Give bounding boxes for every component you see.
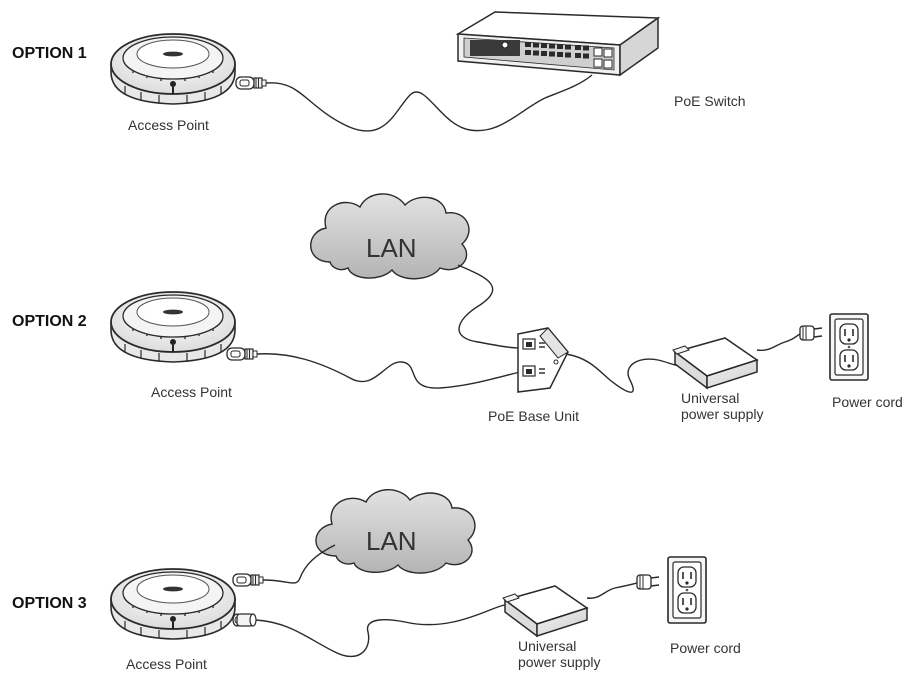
power-cable xyxy=(756,333,801,352)
power-supply-label-line2: power supply xyxy=(518,654,601,670)
dc-cable xyxy=(255,603,513,658)
dc-connector-icon xyxy=(232,613,257,627)
ethernet-connector-icon xyxy=(235,76,267,90)
access-point-label: Access Point xyxy=(151,384,232,400)
lan-cable xyxy=(457,264,521,349)
dc-cable xyxy=(565,353,683,393)
power-supply-label-line1: Universal xyxy=(681,390,740,406)
wall-outlet-icon xyxy=(829,313,869,381)
access-point-icon xyxy=(110,291,236,363)
lan-cable xyxy=(262,544,336,584)
option-3-label: OPTION 3 xyxy=(12,595,87,612)
lan-cloud-icon: LAN xyxy=(315,489,476,574)
access-point-label: Access Point xyxy=(126,656,207,672)
lan-label: LAN xyxy=(366,526,417,556)
power-plug-icon xyxy=(636,574,660,590)
lan-cloud-icon: LAN xyxy=(310,193,470,280)
option-3-diagram: LAN xyxy=(110,489,707,658)
poe-switch-icon xyxy=(455,11,661,77)
ethernet-connector-icon xyxy=(226,347,258,361)
ethernet-connector-icon xyxy=(232,573,264,587)
poe-base-unit-label: PoE Base Unit xyxy=(488,408,580,424)
power-supply-label-line1: Universal xyxy=(518,638,577,654)
power-plug-icon xyxy=(799,325,823,341)
power-supply-label-line2: power supply xyxy=(681,406,764,422)
access-point-icon xyxy=(110,568,236,640)
option-1-diagram xyxy=(110,11,661,132)
ethernet-cable xyxy=(256,353,521,389)
wall-outlet-icon xyxy=(667,556,707,624)
access-point-label: Access Point xyxy=(128,117,209,133)
power-cord-label: Power cord xyxy=(670,640,741,656)
poe-base-unit-icon xyxy=(517,327,569,393)
poe-switch-label: PoE Switch xyxy=(674,93,746,109)
option-2-diagram: LAN xyxy=(110,193,869,393)
option-1-label: OPTION 1 xyxy=(12,45,87,62)
power-cable xyxy=(586,582,638,599)
lan-label: LAN xyxy=(366,233,417,263)
access-point-icon xyxy=(110,33,236,105)
power-supply-icon xyxy=(502,585,588,637)
ethernet-cable xyxy=(265,74,593,132)
option-2-label: OPTION 2 xyxy=(12,313,87,330)
power-cord-label: Power cord xyxy=(832,394,903,410)
power-supply-icon xyxy=(672,337,758,389)
